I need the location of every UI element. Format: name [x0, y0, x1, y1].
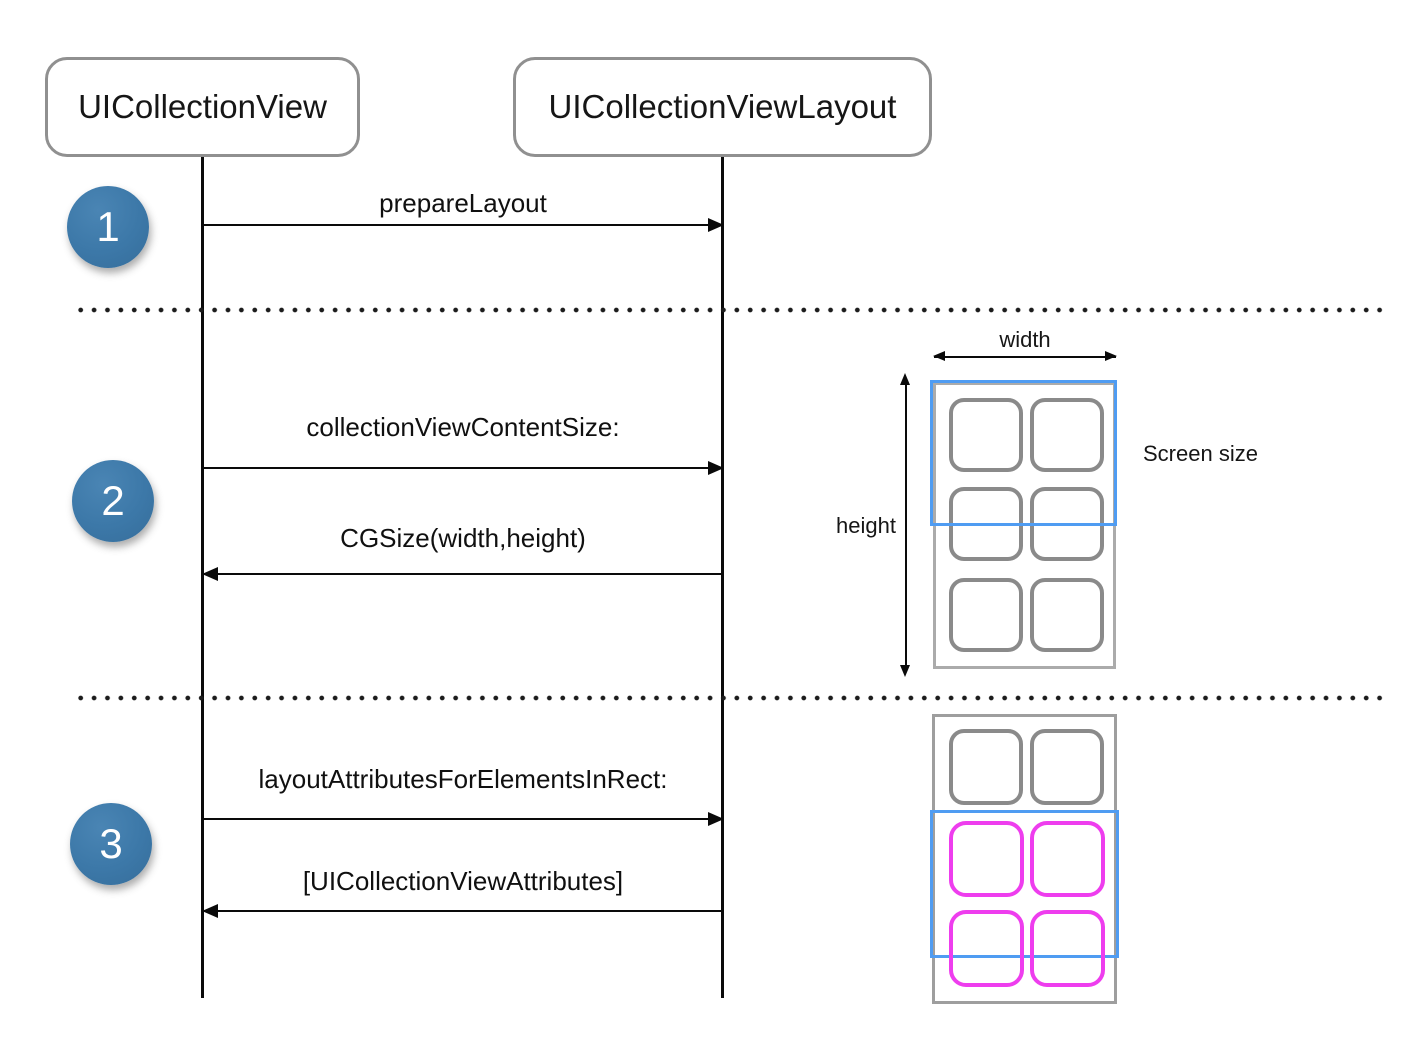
message-contentsize-label: collectionViewContentSize:	[306, 412, 620, 442]
height-label: height	[836, 513, 896, 538]
message-arrow-right-icon	[203, 812, 724, 826]
width-dimension-arrow-icon	[933, 351, 1117, 361]
screen-viewport-rect	[930, 380, 1117, 526]
message-arrow-left-icon	[202, 567, 723, 581]
message-arrow-right-icon	[203, 218, 724, 232]
width-label: width	[999, 327, 1051, 352]
message-layoutattributes-label: layoutAttributesForElementsInRect:	[258, 764, 668, 794]
participant-label: UICollectionView	[78, 88, 327, 125]
grid-cell	[949, 729, 1023, 805]
message-attributes-array-label: [UICollectionViewAttributes]	[302, 866, 624, 896]
lifeline-uicollectionviewlayout	[721, 155, 724, 998]
step-3-badge: 3	[70, 803, 152, 885]
screen-size-label: Screen size	[1143, 441, 1258, 466]
highlighted-grid-cell	[949, 821, 1024, 897]
message-arrow-left-icon	[202, 904, 723, 918]
participant-label: UICollectionViewLayout	[548, 88, 897, 125]
step-number: 2	[101, 477, 125, 524]
grid-cell	[949, 578, 1023, 652]
highlighted-grid-cell	[949, 910, 1024, 987]
message-preparelayout-label: prepareLayout	[379, 188, 547, 218]
highlighted-grid-cell	[1030, 821, 1105, 897]
participant-box-uicollectionview: UICollectionView	[45, 57, 360, 157]
participant-box-uicollectionviewlayout: UICollectionViewLayout	[513, 57, 932, 157]
step-number: 3	[99, 820, 123, 867]
dotted-separator-1	[74, 307, 1386, 313]
dotted-separator-2	[74, 695, 1386, 701]
highlighted-grid-cell	[1030, 910, 1105, 987]
step-2-badge: 2	[72, 460, 154, 542]
grid-cell	[1030, 578, 1104, 652]
screen-viewport-rect	[930, 810, 1119, 958]
grid-cell	[949, 398, 1023, 472]
grid-cell	[1030, 729, 1104, 805]
grid-cell	[1030, 398, 1104, 472]
step-1-badge: 1	[67, 186, 149, 268]
message-arrow-right-icon	[203, 461, 724, 475]
height-dimension-arrow-icon	[900, 373, 910, 677]
step-number: 1	[96, 203, 120, 250]
message-cgsize-label: CGSize(width,height)	[340, 523, 586, 553]
